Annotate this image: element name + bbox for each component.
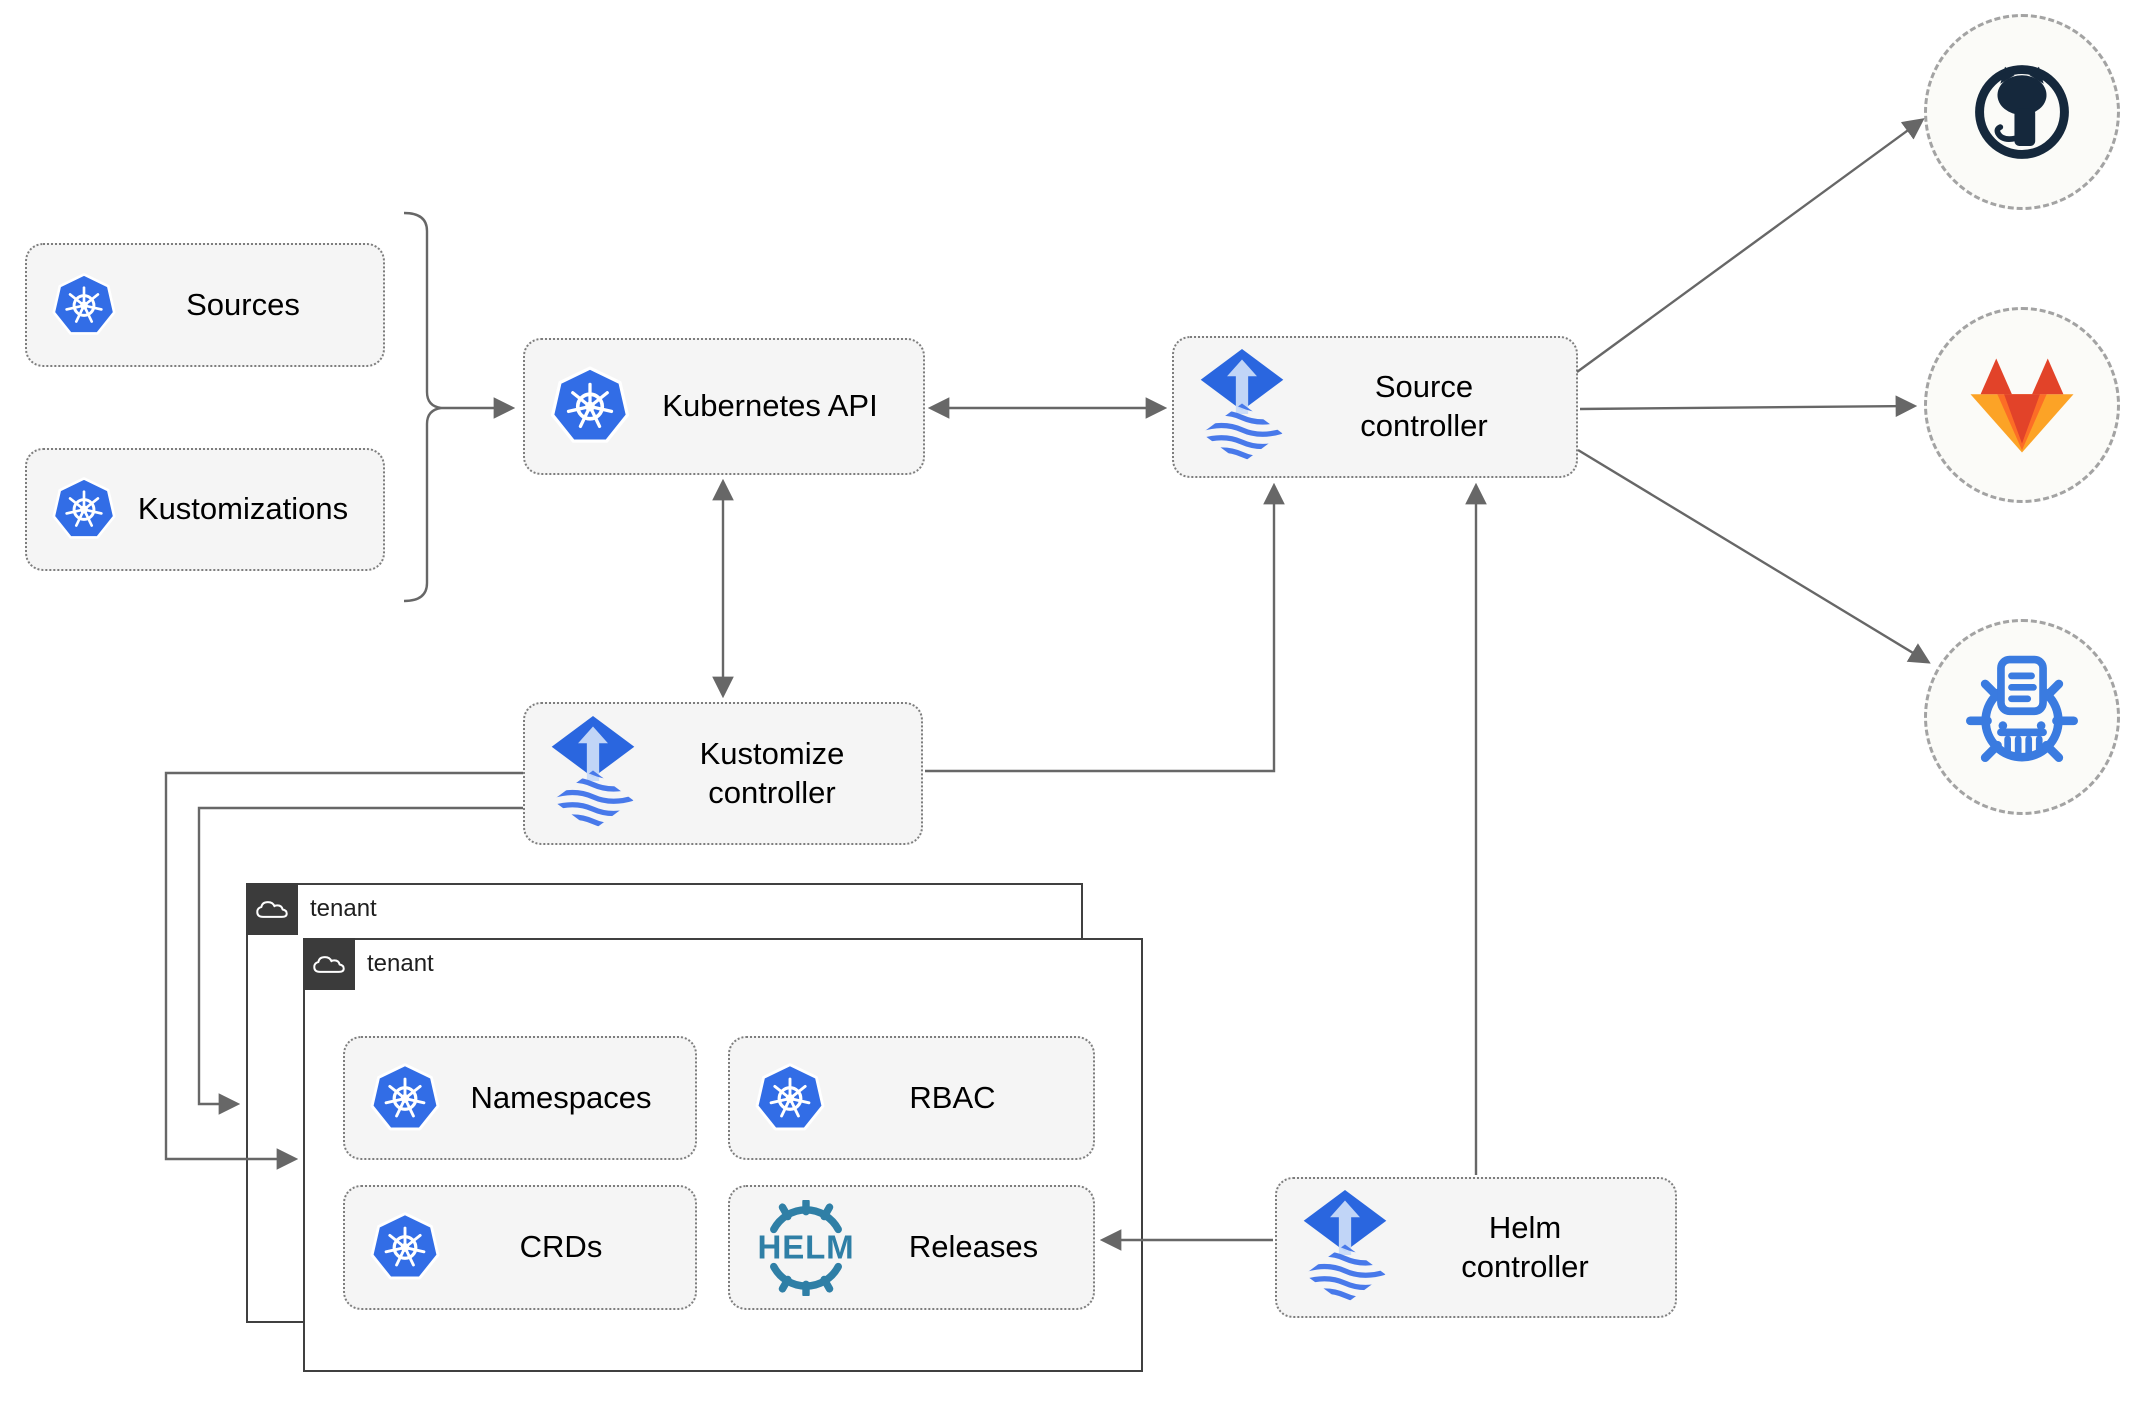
kustomize-controller-box: Kustomize controller — [523, 702, 923, 845]
flux-icon — [1198, 349, 1286, 465]
kubernetes-icon — [754, 1061, 826, 1136]
kustomize-controller-line2: controller — [708, 774, 836, 810]
github-circle — [1924, 14, 2120, 210]
kubernetes-api-box: Kubernetes API — [523, 338, 925, 475]
tenant-back-header — [246, 883, 298, 935]
helm-controller-box: Helm controller — [1275, 1177, 1677, 1318]
helm-repository-icon — [1955, 650, 2089, 784]
kubernetes-icon — [369, 1061, 441, 1136]
namespaces-box: Namespaces — [343, 1036, 697, 1160]
kustomizations-label: Kustomizations — [137, 491, 349, 527]
crds-box: CRDs — [343, 1185, 697, 1310]
kustomizations-box: Kustomizations — [25, 448, 385, 571]
kubernetes-icon — [51, 271, 117, 340]
source-controller-line2: controller — [1360, 408, 1488, 443]
brace-crds-group — [403, 211, 442, 603]
namespaces-label: Namespaces — [470, 1079, 652, 1115]
tenant-front-header — [303, 938, 355, 990]
source-controller-box: Source controller — [1172, 336, 1578, 478]
arrow-source-controller-to-helm-repository — [1577, 448, 1931, 664]
releases-box: Releases — [728, 1185, 1095, 1310]
sources-box: Sources — [25, 243, 385, 367]
kubernetes-icon — [549, 364, 631, 449]
gitlab-circle — [1924, 307, 2120, 503]
github-icon — [1956, 46, 2088, 178]
cloud-icon — [254, 897, 290, 922]
arrow-source-controller-to-gitlab — [1579, 395, 1918, 417]
tenant-back-label: tenant — [310, 895, 377, 922]
cloud-icon — [311, 952, 347, 977]
kubernetes-icon — [51, 475, 117, 544]
tenant-front-label: tenant — [367, 950, 434, 977]
arrow-source-controller-to-github — [1576, 118, 1925, 373]
kustomize-controller-line1: Kustomize — [699, 735, 845, 771]
source-controller-label: Source controller — [1296, 368, 1552, 446]
kustomize-controller-label: Kustomize controller — [647, 735, 897, 813]
helm-repository-circle — [1924, 619, 2120, 815]
rbac-label: RBAC — [909, 1079, 996, 1115]
helm-controller-line1: Helm — [1488, 1209, 1562, 1245]
source-controller-line1: Source — [1374, 369, 1474, 405]
arrow-kustomize-controller-to-source-controller — [925, 482, 1285, 773]
helm-controller-line2: controller — [1461, 1248, 1589, 1284]
rbac-box: RBAC — [728, 1036, 1095, 1160]
helm-icon — [744, 1200, 868, 1296]
releases-label: Releases — [908, 1229, 1039, 1265]
sources-label: Sources — [186, 286, 300, 322]
gitlab-icon — [1966, 354, 2078, 457]
kubernetes-api-label: Kubernetes API — [662, 388, 878, 424]
flux-icon — [549, 716, 637, 832]
crds-label: CRDs — [519, 1229, 603, 1265]
flux-icon — [1301, 1190, 1389, 1306]
helm-controller-label: Helm controller — [1399, 1209, 1651, 1287]
kubernetes-icon — [369, 1210, 441, 1285]
